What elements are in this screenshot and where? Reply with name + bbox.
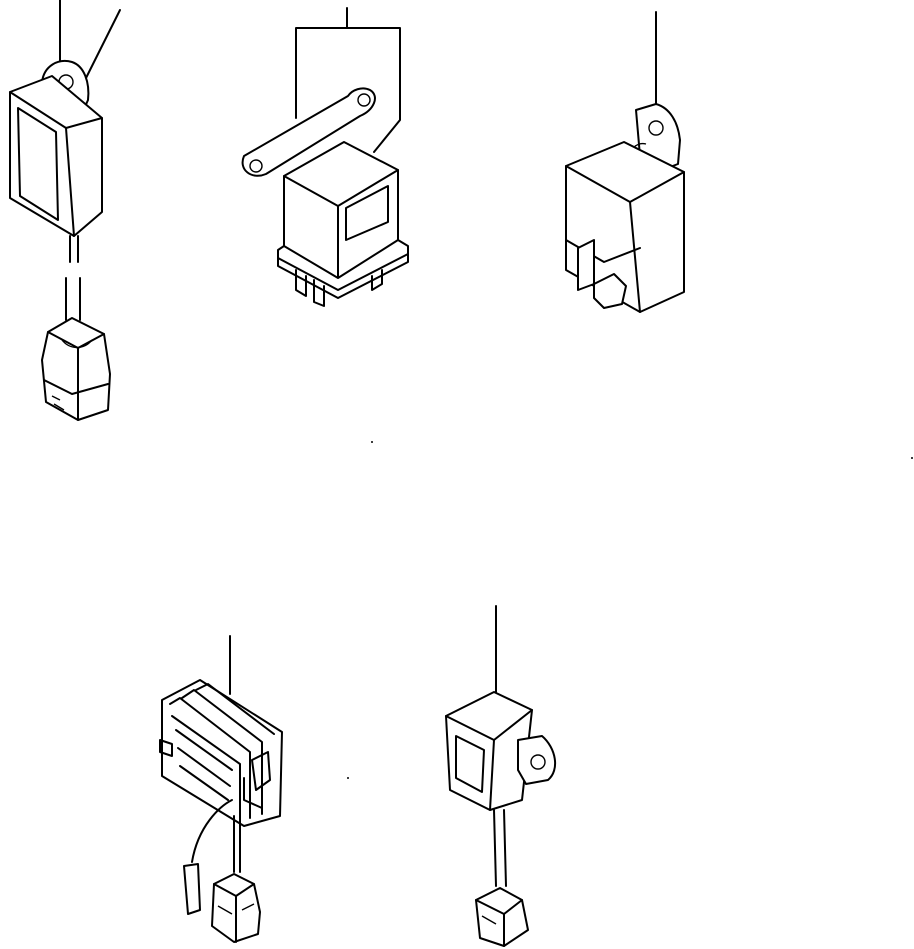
scan-dot — [347, 777, 349, 779]
leader-line — [85, 9, 121, 79]
scan-dot — [371, 441, 373, 443]
relay-with-tab — [565, 11, 685, 313]
leader-line — [295, 27, 401, 153]
relay-box-with-plate — [241, 7, 409, 307]
sensor-unit-with-lead — [445, 605, 557, 947]
relay-flasher-with-lead — [9, 0, 121, 421]
scan-dot — [911, 457, 913, 459]
regulator-finned — [159, 635, 283, 943]
